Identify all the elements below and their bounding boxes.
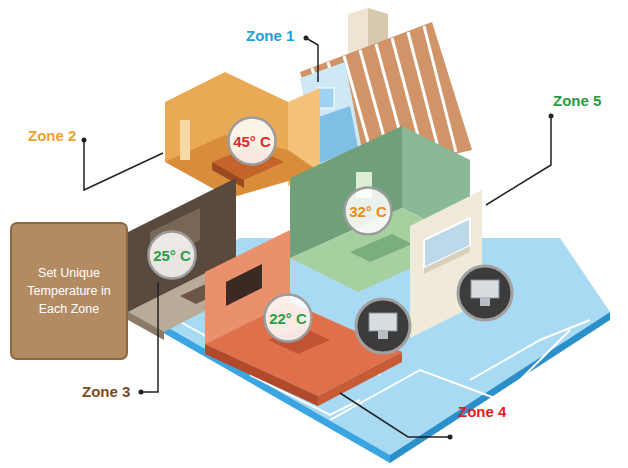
circle-outline xyxy=(345,188,392,235)
temperature-value: 45° C xyxy=(233,133,271,150)
zone-4-lounge xyxy=(205,230,402,406)
temperature-circle: 32° C xyxy=(343,186,393,236)
temperature-value: 22° C xyxy=(269,310,307,327)
zone-label: Zone 5 xyxy=(553,92,601,109)
zone-label: Zone 1 xyxy=(246,27,294,44)
temperature-circle: 45° C xyxy=(227,116,277,166)
note-text: Set Unique Temperature in Each Zone xyxy=(24,264,114,318)
temperature-value: 25° C xyxy=(153,247,191,264)
circle-outline xyxy=(265,295,312,342)
zone-label: Zone 2 xyxy=(28,127,76,144)
zone-label: Zone 4 xyxy=(458,403,506,420)
circle-outline xyxy=(149,232,196,279)
ac-unit xyxy=(356,299,410,353)
note-box: Set Unique Temperature in Each Zone xyxy=(10,222,128,360)
ac-unit xyxy=(458,266,512,320)
circle-outline xyxy=(229,118,276,165)
leader-lines xyxy=(84,38,551,437)
temperature-value: 32° C xyxy=(349,203,387,220)
zone-label: Zone 3 xyxy=(82,383,130,400)
temperature-circle: 22° C xyxy=(263,293,313,343)
leader-dots xyxy=(82,36,554,440)
temperature-circle: 25° C xyxy=(147,230,197,280)
